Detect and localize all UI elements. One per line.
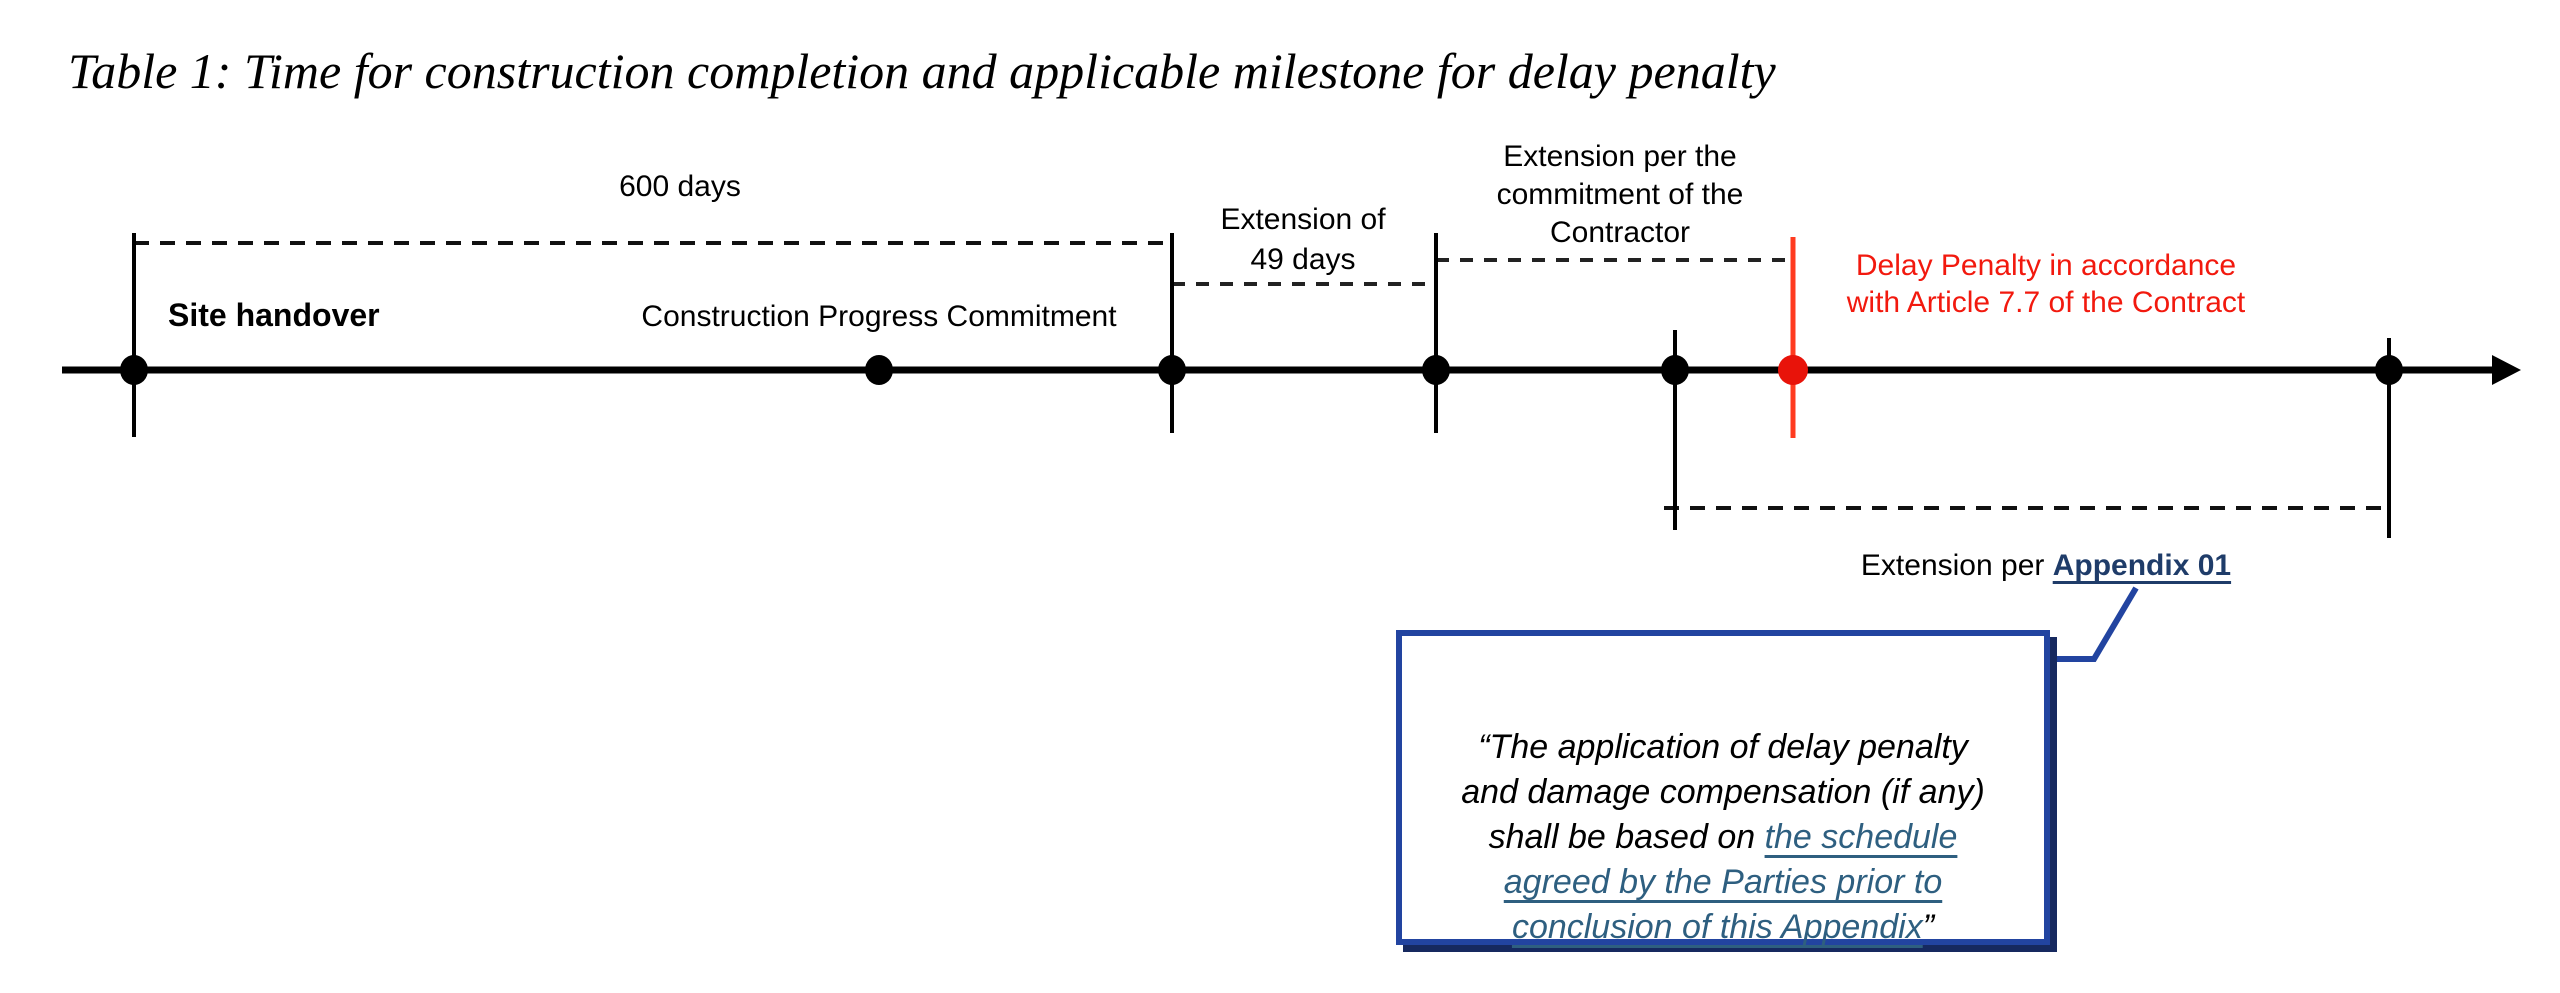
label-delay-penalty: Delay Penalty in accordance with Article… <box>1846 249 2246 319</box>
appendix-01-link[interactable]: Appendix 01 <box>2052 549 2232 582</box>
label-extension-contractor: Extension per the commitment of the Cont… <box>1496 140 1744 249</box>
figure-title: Table 1: Time for construction completio… <box>68 43 1776 99</box>
label-extension-appendix-prefix: Extension per <box>1860 549 2053 582</box>
label-extension-appendix: Extension per Appendix 01 <box>1790 547 2302 585</box>
label-600-days: 600 days <box>619 170 741 203</box>
timeline-arrow <box>2492 355 2521 385</box>
label-site-handover: Site handover <box>168 297 380 333</box>
milestone-dot-progress-commitment <box>865 355 893 385</box>
callout-connector <box>2057 586 2139 662</box>
quote-schedule-link[interactable]: the schedule agreed by the Parties prior… <box>1503 818 1958 946</box>
milestone-dot-contractor-extension <box>1661 355 1689 385</box>
milestone-dot-site-handover <box>120 355 148 385</box>
quote-text-suffix: ” <box>1922 908 1935 946</box>
milestone-dot-appendix-end <box>2375 355 2403 385</box>
label-extension-49-days: Extension of 49 days <box>1220 203 1386 276</box>
quote-box: “The application of delay penalty and da… <box>1396 630 2050 946</box>
quote-text-prefix: “The application of delay penalty and da… <box>1461 728 1985 856</box>
milestone-dot-delay-penalty <box>1778 355 1808 385</box>
label-construction-progress: Construction Progress Commitment <box>641 300 1117 333</box>
milestone-dot-600-days <box>1158 355 1186 385</box>
milestone-dot-49-days <box>1422 355 1450 385</box>
